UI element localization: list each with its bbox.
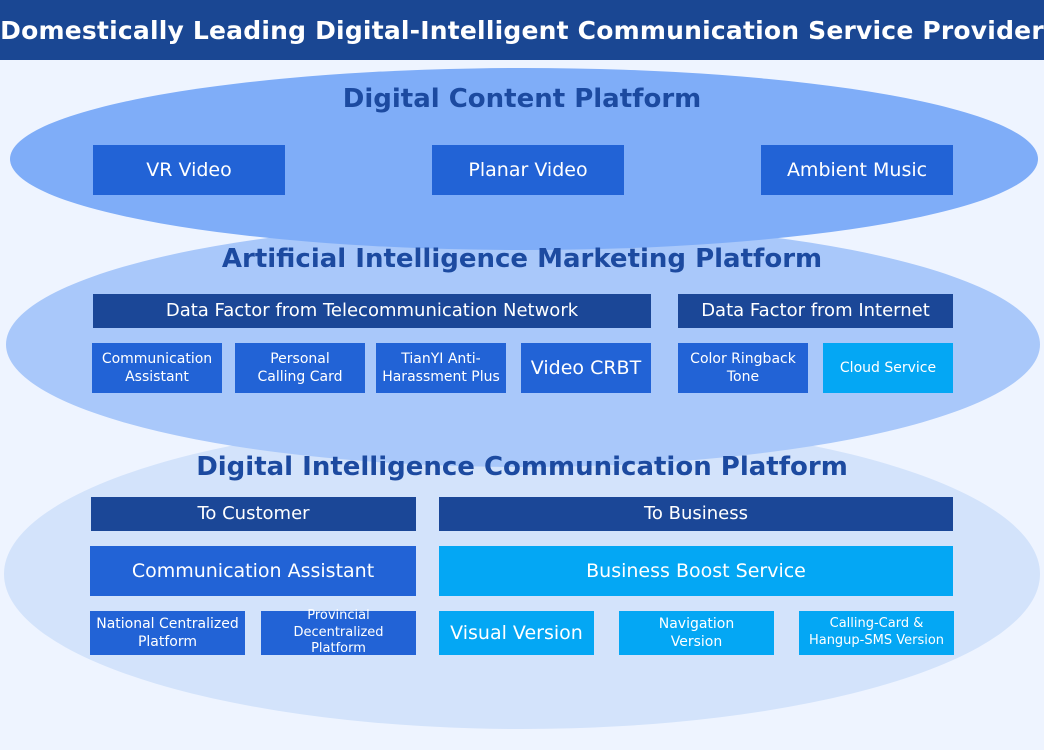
- color-ringback-tone-box: Color Ringback Tone: [678, 343, 808, 393]
- to-business-bar: To Business: [439, 497, 953, 531]
- internet-data-factor-bar: Data Factor from Internet: [678, 294, 953, 328]
- telecom-data-factor-bar: Data Factor from Telecommunication Netwo…: [93, 294, 651, 328]
- anti-harassment-box: TianYI Anti-Harassment Plus: [376, 343, 506, 393]
- vr-video-box: VR Video: [93, 145, 285, 195]
- ambient-music-box: Ambient Music: [761, 145, 953, 195]
- communication-platform-title: Digital Intelligence Communication Platf…: [196, 452, 848, 482]
- navigation-version-box: Navigation Version: [619, 611, 774, 655]
- calling-card-hangup-sms-box: Calling-Card & Hangup-SMS Version: [799, 611, 954, 655]
- visual-version-box: Visual Version: [439, 611, 594, 655]
- cloud-service-box: Cloud Service: [823, 343, 953, 393]
- communication-assistant-service-box: Communication Assistant: [92, 343, 222, 393]
- page-header: Domestically Leading Digital-Intelligent…: [0, 0, 1044, 60]
- business-boost-service-box: Business Boost Service: [439, 546, 953, 596]
- header-title: Domestically Leading Digital-Intelligent…: [0, 15, 1044, 45]
- to-customer-bar: To Customer: [91, 497, 416, 531]
- personal-calling-card-box: Personal Calling Card: [235, 343, 365, 393]
- planar-video-box: Planar Video: [432, 145, 624, 195]
- communication-assistant-box: Communication Assistant: [90, 546, 416, 596]
- marketing-platform-title: Artificial Intelligence Marketing Platfo…: [221, 244, 823, 274]
- video-crbt-box: Video CRBT: [521, 343, 651, 393]
- national-centralized-platform-box: National Centralized Platform: [90, 611, 245, 655]
- content-platform-title: Digital Content Platform: [342, 84, 702, 114]
- provincial-decentralized-platform-box: Provincial Decentralized Platform: [261, 608, 416, 656]
